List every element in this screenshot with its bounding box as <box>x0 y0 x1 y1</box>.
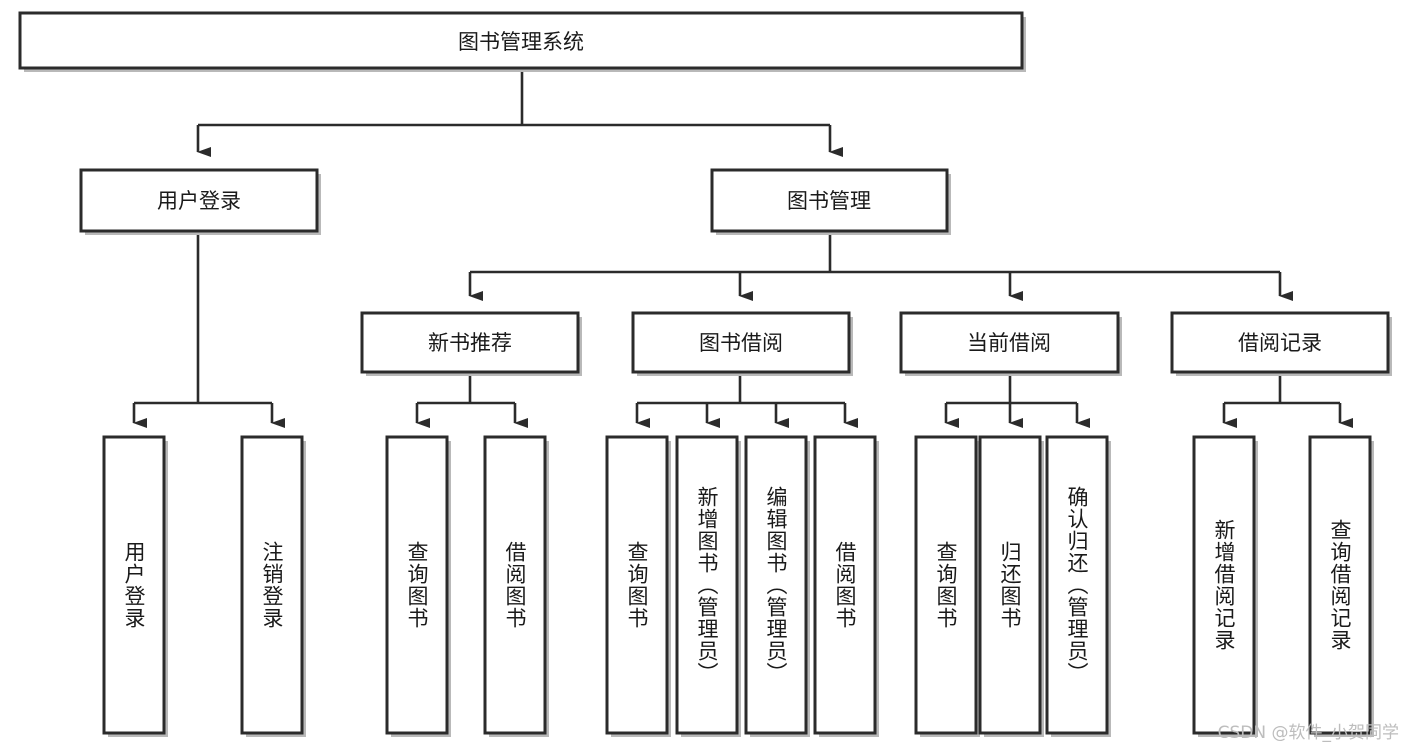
leaf-user-logout-label: 注销登录 <box>260 541 284 629</box>
leaf-add-book-label: 新增图书（管理员） <box>695 486 719 684</box>
node-leaf-confirm-return[interactable]: 确认归还（管理员） <box>1045 435 1111 737</box>
leaf-edit-book-box <box>744 435 808 735</box>
node-leaf-user-login[interactable]: 用户登录 <box>102 435 168 737</box>
borrow-record-box <box>1170 311 1390 374</box>
leaf-borrow-book-2-label: 借阅图书 <box>833 541 857 629</box>
new-book-recommend-box <box>360 311 580 374</box>
node-leaf-user-logout[interactable]: 注销登录 <box>240 435 306 737</box>
leaf-confirm-return-label: 确认归还（管理员） <box>1065 486 1089 684</box>
root-label: 图书管理系统 <box>458 30 584 54</box>
book-borrow-label: 图书借阅 <box>699 331 783 355</box>
leaf-query-book-2-box <box>605 435 669 735</box>
user-login-box <box>79 168 319 233</box>
new-book-recommend-label: 新书推荐 <box>428 331 512 355</box>
leaf-borrow-book-1-box <box>483 435 547 735</box>
book-management-label: 图书管理 <box>787 189 871 213</box>
edges-layer <box>132 68 1353 428</box>
node-leaf-query-record[interactable]: 查询借阅记录 <box>1308 435 1374 737</box>
leaf-add-book-box <box>675 435 739 735</box>
node-leaf-borrow-book-2[interactable]: 借阅图书 <box>813 435 879 737</box>
leaf-edit-book-label: 编辑图书（管理员） <box>764 486 788 684</box>
node-leaf-query-book-1[interactable]: 查询图书 <box>385 435 451 737</box>
leaf-query-book-1-box <box>385 435 449 735</box>
leaf-query-book-3-label: 查询图书 <box>934 541 958 629</box>
node-borrow-record[interactable]: 借阅记录 <box>1170 311 1392 376</box>
leaf-return-book-label: 归还图书 <box>998 541 1022 629</box>
leaf-query-record-label: 查询借阅记录 <box>1328 519 1352 651</box>
book-borrow-box <box>631 311 851 374</box>
node-leaf-query-book-2[interactable]: 查询图书 <box>605 435 671 737</box>
node-book-borrow[interactable]: 图书借阅 <box>631 311 853 376</box>
node-leaf-return-book[interactable]: 归还图书 <box>978 435 1044 737</box>
leaf-query-record-box <box>1308 435 1372 735</box>
leaf-query-book-3-box <box>914 435 978 735</box>
leaf-add-record-label: 新增借阅记录 <box>1212 519 1236 651</box>
leaf-user-logout-box <box>240 435 304 735</box>
leaf-borrow-book-1-label: 借阅图书 <box>503 541 527 629</box>
borrow-record-label: 借阅记录 <box>1238 331 1322 355</box>
node-book-management[interactable]: 图书管理 <box>710 168 951 235</box>
leaf-borrow-book-2-box <box>813 435 877 735</box>
current-borrow-label: 当前借阅 <box>967 331 1051 355</box>
node-root[interactable]: 图书管理系统 <box>18 11 1026 72</box>
leaf-user-login-label: 用户登录 <box>122 541 146 629</box>
leaf-user-login-box <box>102 435 166 735</box>
leaf-query-book-1-label: 查询图书 <box>405 541 429 629</box>
book-management-box <box>710 168 949 233</box>
node-leaf-edit-book[interactable]: 编辑图书（管理员） <box>744 435 810 737</box>
leaf-add-record-box <box>1192 435 1256 735</box>
node-leaf-query-book-3[interactable]: 查询图书 <box>914 435 980 737</box>
node-leaf-add-record[interactable]: 新增借阅记录 <box>1192 435 1258 737</box>
node-user-login[interactable]: 用户登录 <box>79 168 321 235</box>
leaf-query-book-2-label: 查询图书 <box>625 541 649 629</box>
user-login-label: 用户登录 <box>157 189 241 213</box>
current-borrow-box <box>899 311 1120 374</box>
node-leaf-borrow-book-1[interactable]: 借阅图书 <box>483 435 549 737</box>
root-box <box>18 11 1024 70</box>
node-leaf-add-book[interactable]: 新增图书（管理员） <box>675 435 741 737</box>
node-new-book-recommend[interactable]: 新书推荐 <box>360 311 582 376</box>
leaf-confirm-return-box <box>1045 435 1109 735</box>
leaf-return-book-box <box>978 435 1042 735</box>
node-current-borrow[interactable]: 当前借阅 <box>899 311 1122 376</box>
